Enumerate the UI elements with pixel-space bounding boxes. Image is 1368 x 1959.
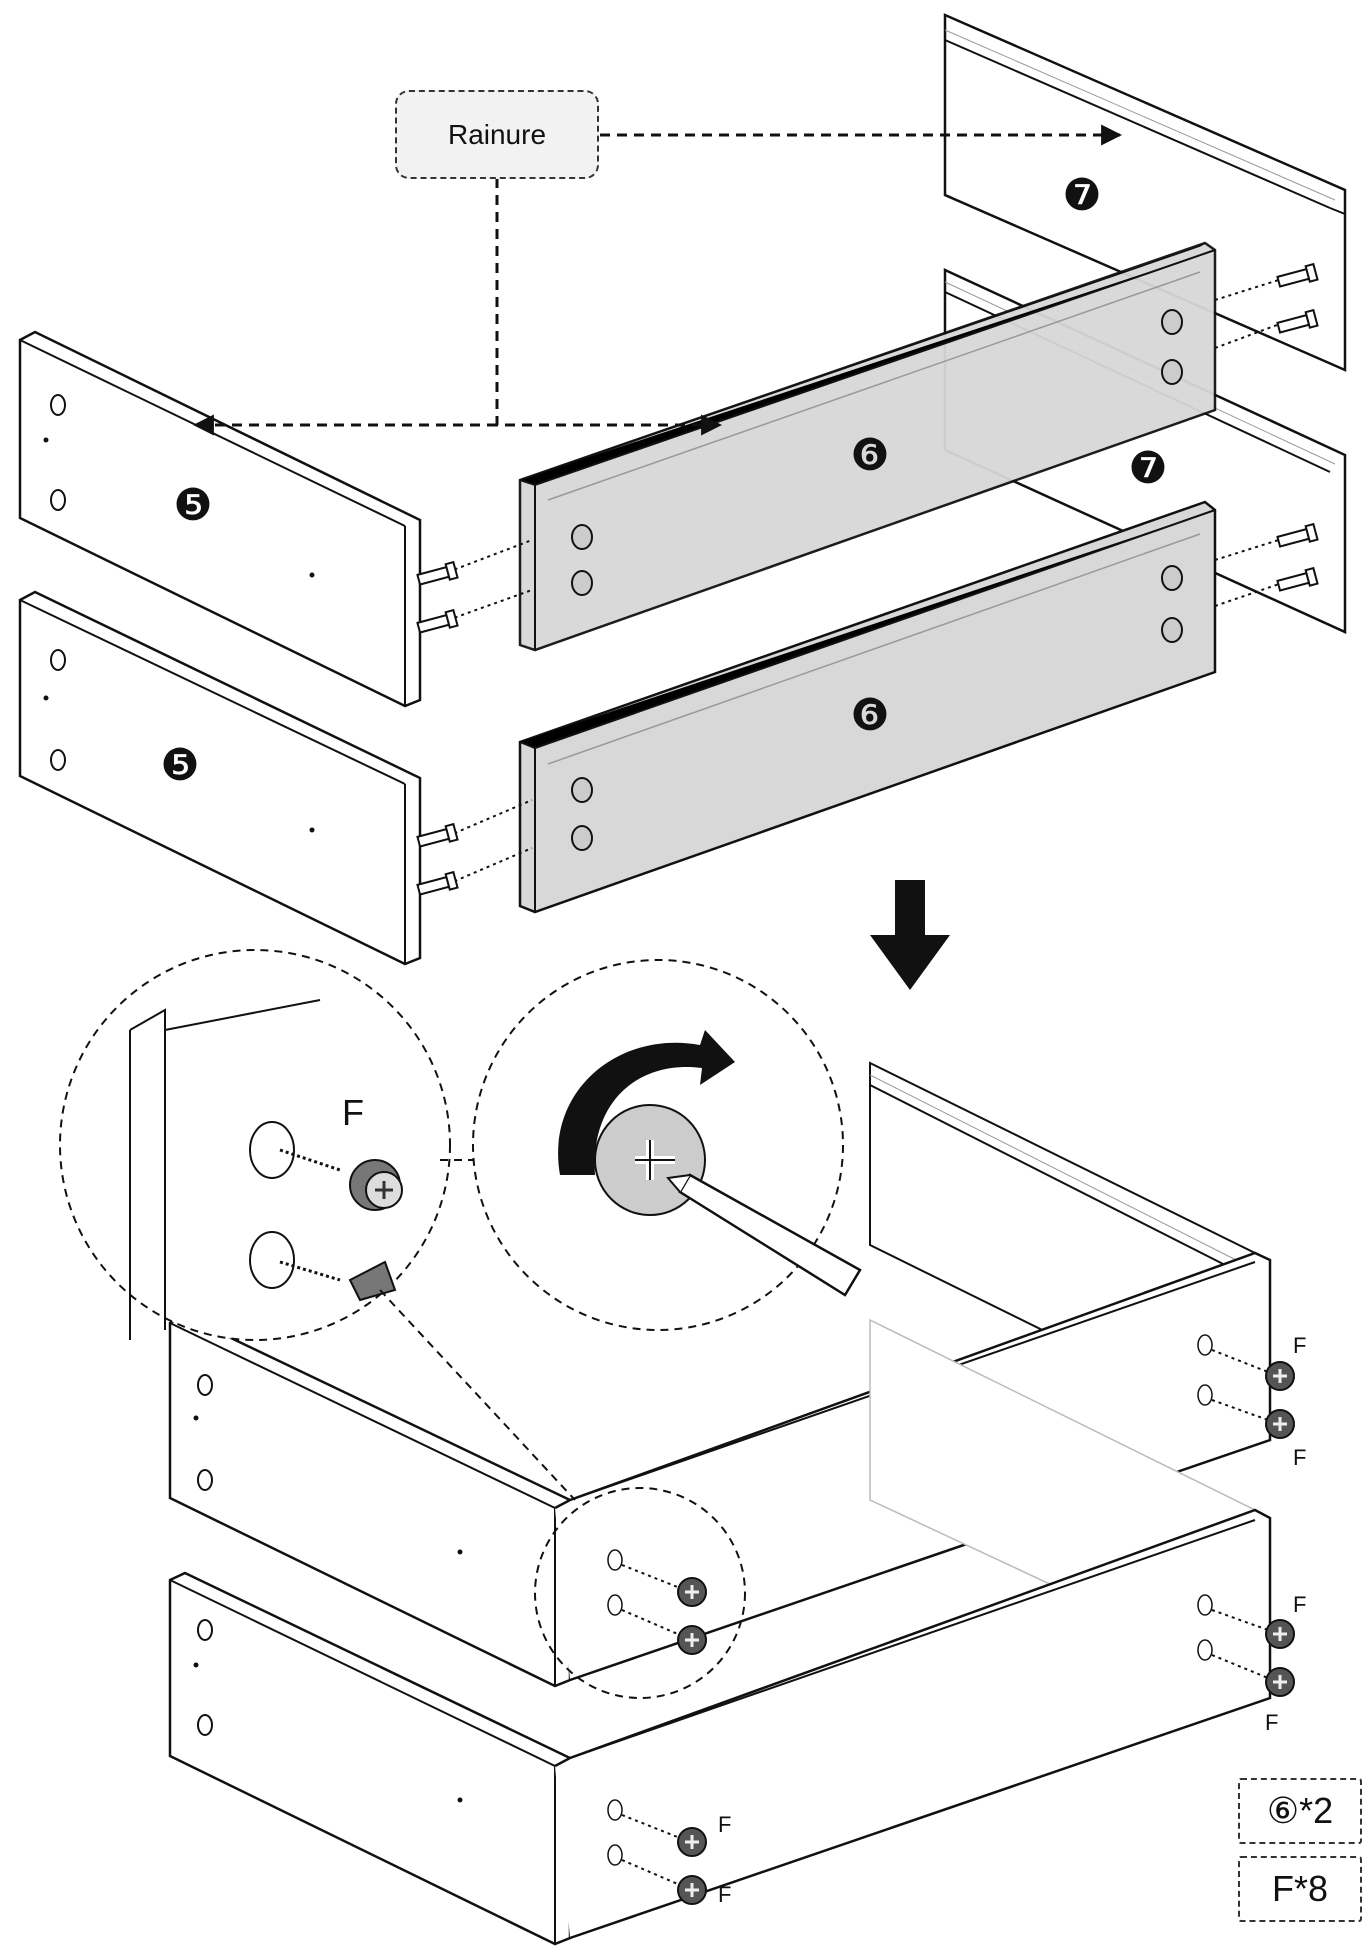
rainure-callout: Rainure [395, 90, 599, 179]
part-7-upper-panel [943, 13, 1347, 372]
detail-zoom-ring [379, 1289, 746, 1699]
step-down-arrow [870, 880, 950, 990]
fastener-label: F [1293, 1333, 1306, 1358]
fastener-count-box: F*8 [1238, 1856, 1362, 1922]
fastener-label: F [718, 1812, 731, 1837]
panel-count: ⑥*2 [1266, 1790, 1334, 1831]
detail-circle-screwdriver [472, 959, 862, 1331]
assembled-drawer-lower [168, 1318, 1272, 1946]
part-5-label-lower: ❺ [160, 741, 199, 790]
fastener-label: F [1293, 1445, 1306, 1470]
part-number-markers: ❼ ❼ ❺ ❺ ❻ ❻ [160, 171, 1167, 790]
detail-fastener-label: F [342, 1092, 364, 1133]
fastener-labels: F F F F F F [718, 1333, 1306, 1907]
part-6-label-lower: ❻ [850, 691, 889, 740]
part-5-label-upper: ❺ [173, 481, 212, 530]
rotation-arrow-icon [558, 1030, 735, 1175]
fastener-label: F [718, 1882, 731, 1907]
fastener-label: F [1293, 1592, 1306, 1617]
part-6-lower-panel [518, 500, 1217, 914]
rainure-arrows [192, 124, 1123, 436]
part-7-label-upper: ❼ [1062, 171, 1101, 220]
part-5-upper-panel [18, 330, 422, 708]
detail-circle-cam-insertion [59, 949, 451, 1341]
fastener-label: F [1265, 1710, 1278, 1735]
dowel-screws-top [415, 263, 1319, 899]
rainure-label: Rainure [447, 119, 547, 150]
part-7-label-lower: ❼ [1128, 444, 1167, 493]
cam-locks-bottom [621, 1349, 1296, 1906]
panel-count-box: ⑥*2 [1238, 1778, 1362, 1844]
part-5-lower-panel [18, 590, 422, 966]
part-6-label-upper: ❻ [850, 431, 889, 480]
fastener-count: F*8 [1271, 1868, 1329, 1909]
